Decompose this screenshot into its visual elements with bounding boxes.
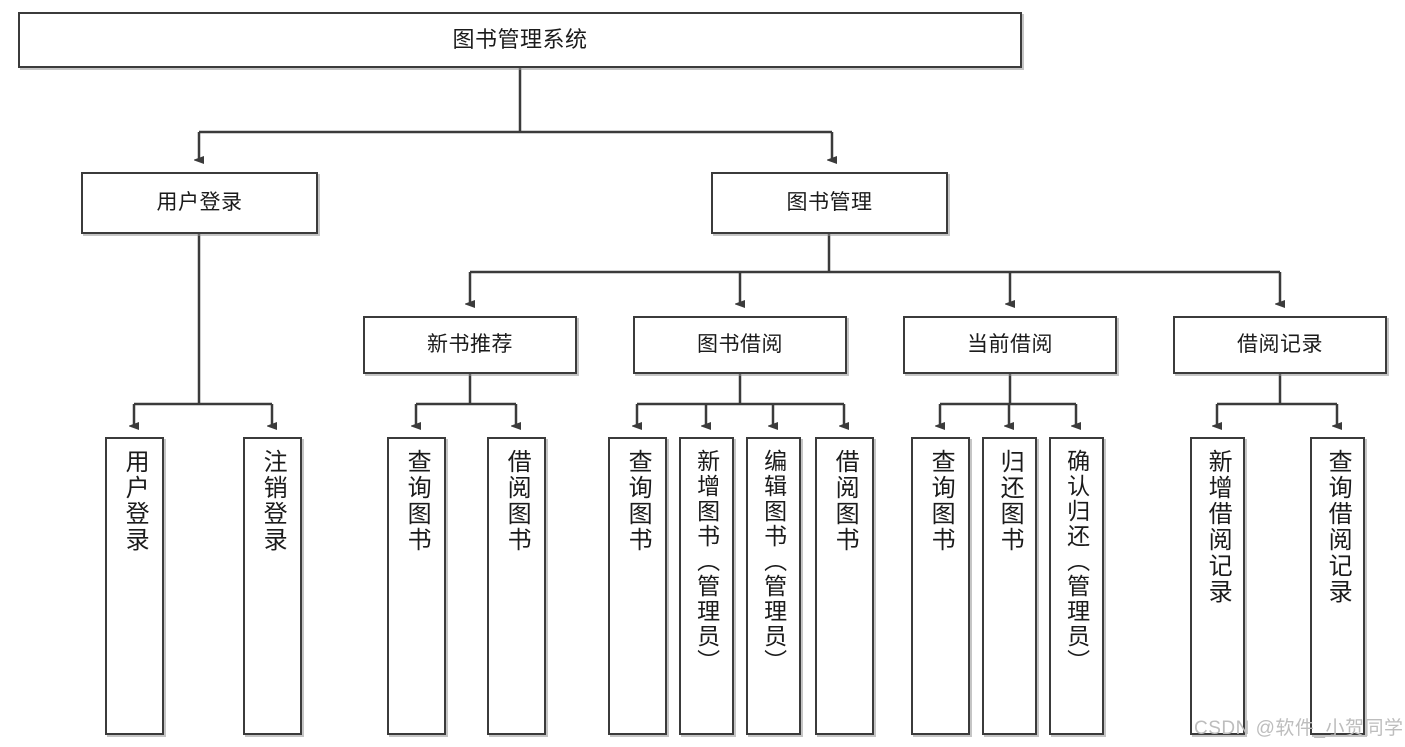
node-label: 图书管理系统 — [452, 26, 588, 52]
node-leaf-borrow-book-recommend[interactable]: 借阅图书 — [487, 437, 546, 735]
node-leaf-borrow-book[interactable]: 借阅图书 — [815, 437, 874, 735]
node-leaf-query-book-recommend[interactable]: 查询图书 — [387, 437, 446, 735]
node-label: 用户登录 — [156, 191, 243, 215]
node-label: 新增借阅记录 — [1204, 449, 1232, 605]
node-label: 图书管理 — [786, 191, 873, 215]
node-label: 新书推荐 — [427, 333, 513, 357]
node-leaf-user-login[interactable]: 用户登录 — [105, 437, 164, 735]
node-label: 图书借阅 — [697, 333, 783, 357]
node-label: 借阅图书 — [503, 449, 531, 553]
node-leaf-confirm-return-admin[interactable]: 确认归还（管理员） — [1049, 437, 1104, 735]
node-leaf-query-book-borrow[interactable]: 查询图书 — [608, 437, 667, 735]
node-label: 归还图书 — [996, 449, 1024, 553]
node-label: 借阅记录 — [1237, 333, 1323, 357]
node-leaf-edit-book-admin[interactable]: 编辑图书（管理员） — [746, 437, 801, 735]
node-label: 确认归还（管理员） — [1063, 449, 1090, 674]
node-leaf-add-borrow-record[interactable]: 新增借阅记录 — [1190, 437, 1245, 735]
node-label: 查询图书 — [927, 449, 955, 553]
node-label: 新增图书（管理员） — [693, 449, 720, 674]
node-book-management[interactable]: 图书管理 — [711, 172, 948, 234]
node-borrow-record[interactable]: 借阅记录 — [1173, 316, 1387, 374]
node-new-book-recommend[interactable]: 新书推荐 — [363, 316, 577, 374]
node-leaf-add-book-admin[interactable]: 新增图书（管理员） — [679, 437, 734, 735]
node-book-borrow[interactable]: 图书借阅 — [633, 316, 847, 374]
node-user-login[interactable]: 用户登录 — [81, 172, 318, 234]
node-root-book-management-system[interactable]: 图书管理系统 — [18, 12, 1022, 68]
node-label: 借阅图书 — [831, 449, 859, 553]
node-label: 编辑图书（管理员） — [760, 449, 787, 674]
node-label: 用户登录 — [121, 449, 149, 553]
node-leaf-query-book-current[interactable]: 查询图书 — [911, 437, 970, 735]
node-label: 当前借阅 — [967, 333, 1053, 357]
node-label: 查询图书 — [403, 449, 431, 553]
node-current-borrow[interactable]: 当前借阅 — [903, 316, 1117, 374]
node-label: 注销登录 — [259, 449, 287, 553]
node-leaf-return-book[interactable]: 归还图书 — [982, 437, 1037, 735]
node-label: 查询图书 — [624, 449, 652, 553]
node-label: 查询借阅记录 — [1324, 449, 1352, 605]
node-leaf-query-borrow-record[interactable]: 查询借阅记录 — [1310, 437, 1365, 735]
csdn-watermark: CSDN @软件_小贺同学 — [1194, 718, 1404, 739]
node-leaf-user-logout[interactable]: 注销登录 — [243, 437, 302, 735]
